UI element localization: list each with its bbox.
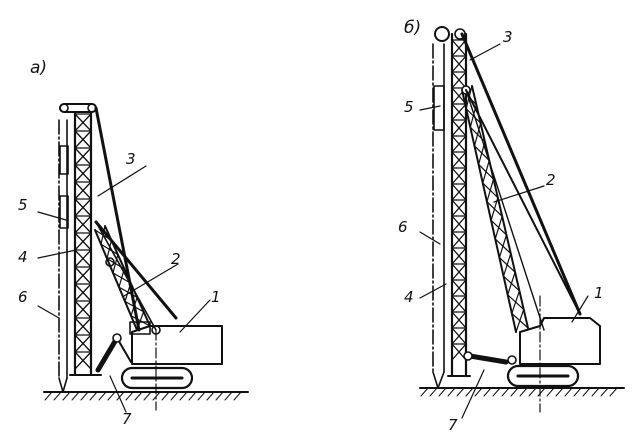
callout-a-6: 6 xyxy=(18,288,28,306)
boom-b xyxy=(461,85,529,333)
figure-a xyxy=(37,103,249,413)
callout-a-3: 3 xyxy=(126,150,136,168)
ropes-b xyxy=(460,32,582,331)
brace-b xyxy=(463,351,517,365)
callout-b-1: 1 xyxy=(594,284,604,302)
callout-a-7: 7 xyxy=(122,410,132,428)
callout-b-2: 2 xyxy=(546,171,556,189)
pile-b xyxy=(432,43,445,389)
ropes-a xyxy=(94,106,178,332)
base-machine-a xyxy=(120,321,223,411)
ground-a xyxy=(43,391,249,401)
leaders-a xyxy=(37,165,211,413)
callout-b-4: 4 xyxy=(404,288,414,306)
figure-b-title: б) xyxy=(404,18,422,38)
ground-b xyxy=(419,387,625,397)
callout-a-5: 5 xyxy=(18,196,28,214)
callout-b-6: 6 xyxy=(398,218,408,236)
leaders-b xyxy=(419,43,589,419)
callout-a-2: 2 xyxy=(171,250,181,268)
figure-a-title: а) xyxy=(30,58,48,78)
base-machine-b xyxy=(506,295,601,413)
pile-a xyxy=(58,119,69,393)
callout-b-3: 3 xyxy=(503,28,513,46)
callout-a-4: 4 xyxy=(18,248,28,266)
mast-a xyxy=(59,103,102,377)
mast-b xyxy=(434,26,471,378)
figure-b xyxy=(419,26,625,419)
brace-a xyxy=(95,333,132,373)
callout-b-7: 7 xyxy=(448,416,458,434)
callout-a-1: 1 xyxy=(211,288,221,306)
callout-b-5: 5 xyxy=(404,98,414,116)
